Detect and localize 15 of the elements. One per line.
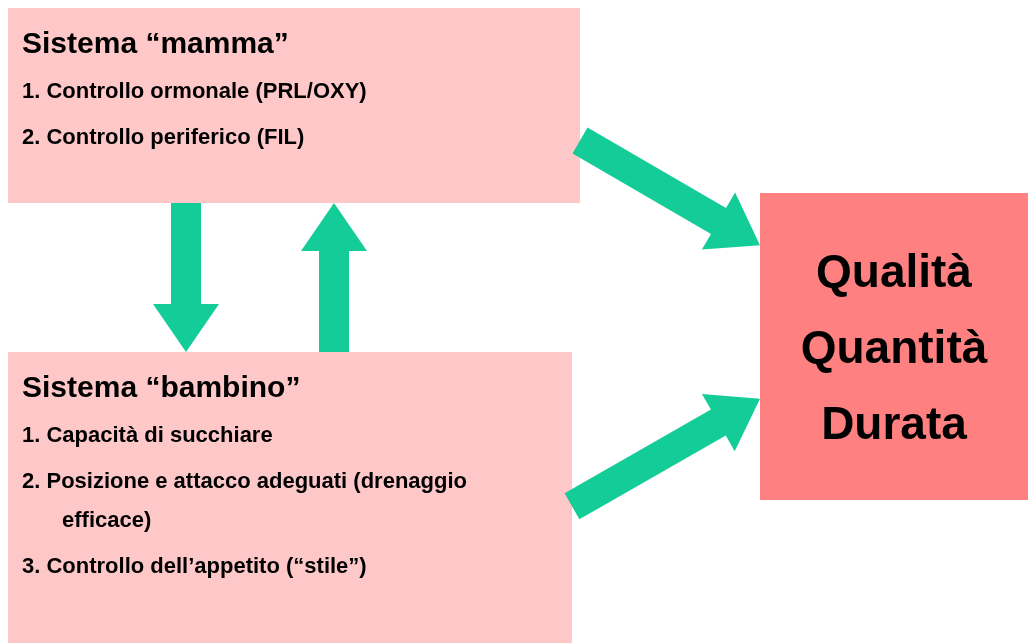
box-heading: Sistema “mamma” [22, 25, 290, 61]
list-item: 2. Posizione e attacco adeguati (drenaggio efficace) [22, 467, 468, 534]
arrow [301, 203, 367, 352]
result-box [760, 193, 1028, 500]
system-box [8, 8, 580, 203]
arrow [572, 127, 760, 250]
arrow [564, 393, 760, 520]
list-item: 1. Capacità di succhiare [22, 420, 274, 449]
box-heading: Sistema “bambino” [22, 369, 302, 405]
list-item: 2. Controllo periferico (FIL) [22, 123, 306, 151]
list-item: 1. Controllo ormonale (PRL/OXY) [22, 76, 368, 105]
result-text: Durata [821, 399, 967, 446]
arrow [153, 203, 219, 352]
system-box [8, 352, 572, 643]
list-item: 3. Controllo dell’appetito (“stile”) [22, 552, 368, 580]
